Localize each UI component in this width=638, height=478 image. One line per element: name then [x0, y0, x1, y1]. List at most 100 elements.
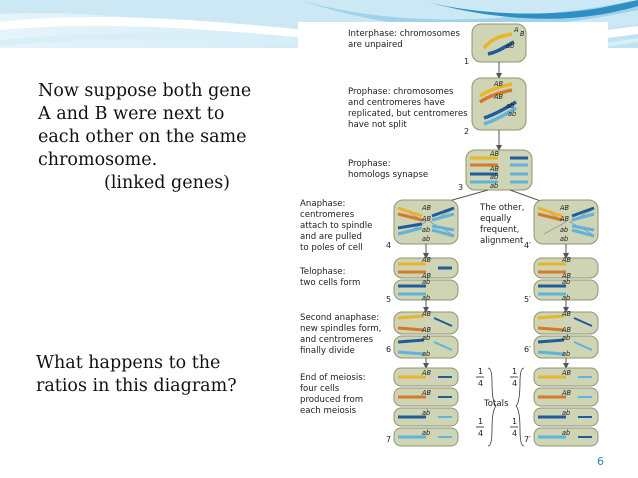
fraction-denominator: 4: [478, 379, 483, 388]
label-end-meiosis-1: End of meiosis:: [300, 373, 366, 383]
allele-label: ab: [422, 235, 430, 243]
allele-label: ab: [422, 294, 430, 302]
allele-label: B: [520, 30, 525, 38]
label-anaphase-1: Anaphase:: [300, 199, 345, 209]
main-text-block: Now suppose both gene A and B were next …: [38, 80, 251, 195]
label-telophase-1: Telophase:: [299, 267, 346, 277]
allele-label: AB: [489, 165, 500, 173]
stage-2-cell: AB AB ab ab: [471, 77, 527, 131]
allele-label: AB: [561, 272, 572, 280]
stage-number: 6′: [524, 345, 531, 354]
label-interphase-2: are unpaired: [348, 40, 403, 50]
allele-label: ab: [422, 226, 430, 234]
stage-7-cells: AB AB ab ab: [393, 367, 459, 447]
allele-label: AB: [421, 215, 432, 223]
allele-label: ab: [560, 235, 568, 243]
stage-number: 2: [464, 127, 469, 136]
stage-number: 4′: [524, 241, 531, 250]
label-homologs-2: homologs synapse: [348, 170, 428, 180]
question-text-block: What happens to the ratios in this diagr…: [36, 352, 237, 398]
stage-1-cell: A B ab: [471, 23, 527, 63]
fraction-numerator: 1: [478, 417, 483, 426]
allele-label: ab: [506, 42, 514, 50]
allele-label: ab: [562, 294, 570, 302]
label-anaphase-4: and are pulled: [300, 232, 362, 242]
allele-label: AB: [493, 80, 504, 88]
label-anaphase-3: attach to spindle: [300, 221, 372, 231]
stage-6-prime-cells: AB AB ab ab: [533, 310, 599, 359]
stage-6-cells: AB AB ab ab: [393, 310, 459, 359]
label-end-meiosis-3: produced from: [300, 395, 363, 405]
allele-label: AB: [421, 256, 432, 264]
label-other-3: frequent,: [480, 225, 519, 235]
fraction-denominator: 4: [478, 429, 483, 438]
label-second-anaphase-1: Second anaphase:: [300, 313, 379, 323]
label-prophase-2: and centromeres have: [348, 98, 445, 108]
stage-5-cells: AB AB ab ab: [393, 256, 459, 302]
question-text-line: ratios in this diagram?: [36, 376, 237, 396]
allele-label: ab: [562, 429, 570, 437]
allele-label: ab: [422, 278, 430, 286]
allele-label: ab: [422, 429, 430, 437]
allele-label: ab: [562, 409, 570, 417]
allele-label: AB: [421, 326, 432, 334]
label-other-1: The other,: [479, 203, 524, 213]
allele-label: ab: [562, 350, 570, 358]
fraction-numerator: 1: [512, 367, 517, 376]
page-number: 6: [597, 455, 604, 468]
allele-label: AB: [559, 204, 570, 212]
allele-label: ab: [562, 278, 570, 286]
allele-label: AB: [561, 389, 572, 397]
main-text-line: each other on the same: [38, 127, 247, 147]
main-text-line: A and B were next to: [38, 104, 225, 124]
main-text-line: chromosome.: [38, 150, 158, 170]
fraction-numerator: 1: [512, 417, 517, 426]
fraction-denominator: 4: [512, 429, 517, 438]
stage-number: 4: [386, 241, 391, 250]
stage-number: 1: [464, 57, 469, 66]
stage-3-cell: AB AB ab ab: [465, 149, 533, 191]
label-anaphase-2: centromeres: [300, 210, 355, 220]
label-telophase-2: two cells form: [300, 278, 360, 288]
stage-number: 7: [386, 435, 391, 444]
meiosis-diagram: A B ab Interphase: chromosomes are unpai…: [298, 22, 608, 454]
allele-label: AB: [421, 272, 432, 280]
allele-label: AB: [559, 215, 570, 223]
allele-label: ab: [508, 110, 516, 118]
label-end-meiosis-4: each meiosis: [300, 406, 357, 416]
label-second-anaphase-4: finally divide: [300, 346, 355, 356]
allele-label: AB: [489, 150, 500, 158]
allele-label: ab: [490, 173, 498, 181]
stage-number: 6: [386, 345, 391, 354]
label-anaphase-5: to poles of cell: [300, 243, 363, 253]
label-interphase-1: Interphase: chromosomes: [348, 29, 461, 39]
label-other-2: equally: [480, 214, 511, 224]
totals-label: Totals: [483, 399, 509, 409]
allele-label: A: [513, 26, 519, 34]
label-end-meiosis-2: four cells: [300, 384, 340, 394]
totals-annotation: 1 4 1 4 Totals 1 4 1 4: [476, 367, 525, 447]
stage-7-prime-cells: AB AB ab ab: [533, 367, 599, 447]
label-homologs-1: Prophase:: [348, 159, 390, 169]
label-prophase-1: Prophase: chromosomes: [348, 87, 454, 97]
stage-4-prime-cell: AB AB ab ab: [533, 199, 599, 245]
allele-label: ab: [562, 334, 570, 342]
fraction-denominator: 4: [512, 379, 517, 388]
label-other-4: alignment: [480, 236, 524, 246]
main-text-line: Now suppose both gene: [38, 81, 252, 101]
allele-label: AB: [421, 369, 432, 377]
stage-4-cell: AB AB ab ab: [393, 199, 459, 245]
allele-label: AB: [421, 389, 432, 397]
question-text-line: What happens to the: [36, 353, 221, 373]
allele-label: ab: [422, 350, 430, 358]
allele-label: AB: [493, 93, 504, 101]
stage-number: 5: [386, 295, 391, 304]
stage-5-prime-cells: AB AB ab ab: [533, 256, 599, 302]
main-text-line: (linked genes): [104, 173, 231, 193]
allele-label: AB: [561, 369, 572, 377]
stage-number: 5′: [524, 295, 531, 304]
label-prophase-4: have not split: [348, 120, 407, 130]
label-prophase-3: replicated, but centromeres: [348, 109, 468, 119]
allele-label: ab: [422, 334, 430, 342]
